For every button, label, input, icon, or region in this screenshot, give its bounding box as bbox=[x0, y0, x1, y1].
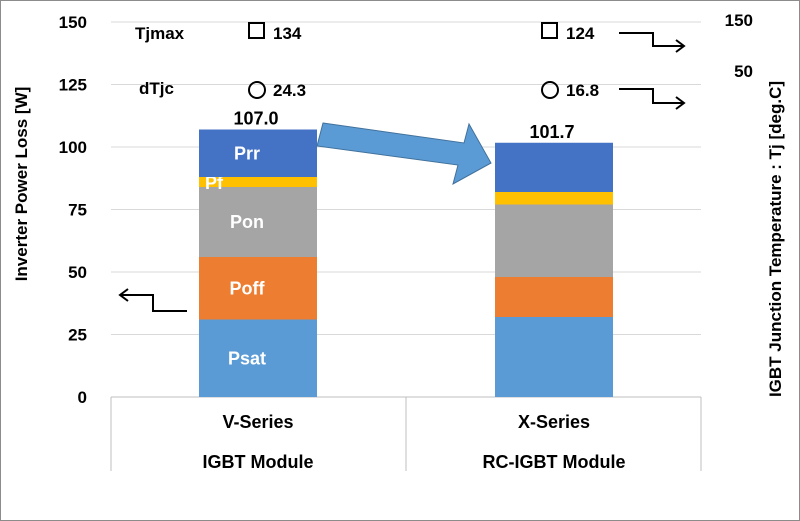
y2-axis-ticks: 150 50 bbox=[725, 11, 753, 81]
bar-segment-prr bbox=[199, 129, 317, 177]
dtjc-label: dTjc bbox=[139, 79, 174, 98]
left-axis-arrow bbox=[118, 288, 187, 312]
y-axis-title: Inverter Power Loss [W] bbox=[12, 87, 31, 282]
y-tick-label: 50 bbox=[68, 263, 87, 282]
tjmax-value: 124 bbox=[566, 24, 595, 43]
right-axis-arrow bbox=[619, 32, 683, 47]
right-axis-arrowhead bbox=[675, 96, 686, 110]
bar-segment-pon bbox=[495, 204, 613, 277]
y-axis-ticks: 0 25 50 75 100 125 150 bbox=[59, 13, 87, 407]
bars: Psat Poff Pon Pf Prr 107.0 101.7 bbox=[199, 109, 613, 397]
annotations: Tjmax dTjc 134 124 24.3 16.8 bbox=[135, 22, 686, 110]
y2-tick-label: 150 bbox=[725, 11, 753, 30]
dtjc-marker bbox=[248, 81, 266, 99]
y2-axis-title: IGBT Junction Temperature : Tj [deg.C] bbox=[766, 81, 785, 397]
category-label: X-Series bbox=[518, 412, 590, 432]
bar-segment-prr bbox=[495, 142, 613, 192]
y2-tick-label: 50 bbox=[734, 62, 753, 81]
category-sublabel: RC-IGBT Module bbox=[483, 452, 626, 472]
y-tick-label: 0 bbox=[78, 388, 87, 407]
right-axis-arrowhead bbox=[675, 39, 686, 53]
y-tick-label: 25 bbox=[68, 326, 87, 345]
dtjc-value: 16.8 bbox=[566, 81, 599, 100]
bar-segment-pf bbox=[199, 177, 317, 187]
bar-segment-psat bbox=[495, 317, 613, 397]
y-tick-label: 150 bbox=[59, 13, 87, 32]
segment-label: Pf bbox=[205, 173, 224, 193]
y-tick-label: 125 bbox=[59, 76, 87, 95]
category-label: V-Series bbox=[222, 412, 293, 432]
y-tick-label: 100 bbox=[59, 138, 87, 157]
bar-segment-pon bbox=[199, 187, 317, 257]
dtjc-value: 24.3 bbox=[273, 81, 306, 100]
category-dividers bbox=[110, 397, 702, 471]
category-sublabel: IGBT Module bbox=[203, 452, 314, 472]
tjmax-value: 134 bbox=[273, 24, 302, 43]
tjmax-marker bbox=[541, 22, 558, 39]
bar-segment-pf bbox=[495, 192, 613, 205]
total-label: 101.7 bbox=[529, 122, 574, 142]
bar-segment-poff bbox=[495, 277, 613, 317]
segment-label: Psat bbox=[228, 348, 266, 368]
y-tick-label: 75 bbox=[68, 201, 87, 220]
total-label: 107.0 bbox=[233, 109, 278, 129]
tjmax-label: Tjmax bbox=[135, 24, 185, 43]
segment-label: Poff bbox=[230, 278, 266, 298]
right-axis-arrow bbox=[619, 88, 683, 104]
bar-segment-poff bbox=[199, 257, 317, 320]
bar-segment-psat bbox=[199, 319, 317, 397]
segment-label: Prr bbox=[234, 143, 260, 163]
comparison-arrow bbox=[316, 122, 492, 186]
tjmax-marker bbox=[248, 22, 265, 39]
segment-label: Pon bbox=[230, 212, 264, 232]
dtjc-marker bbox=[541, 81, 559, 99]
